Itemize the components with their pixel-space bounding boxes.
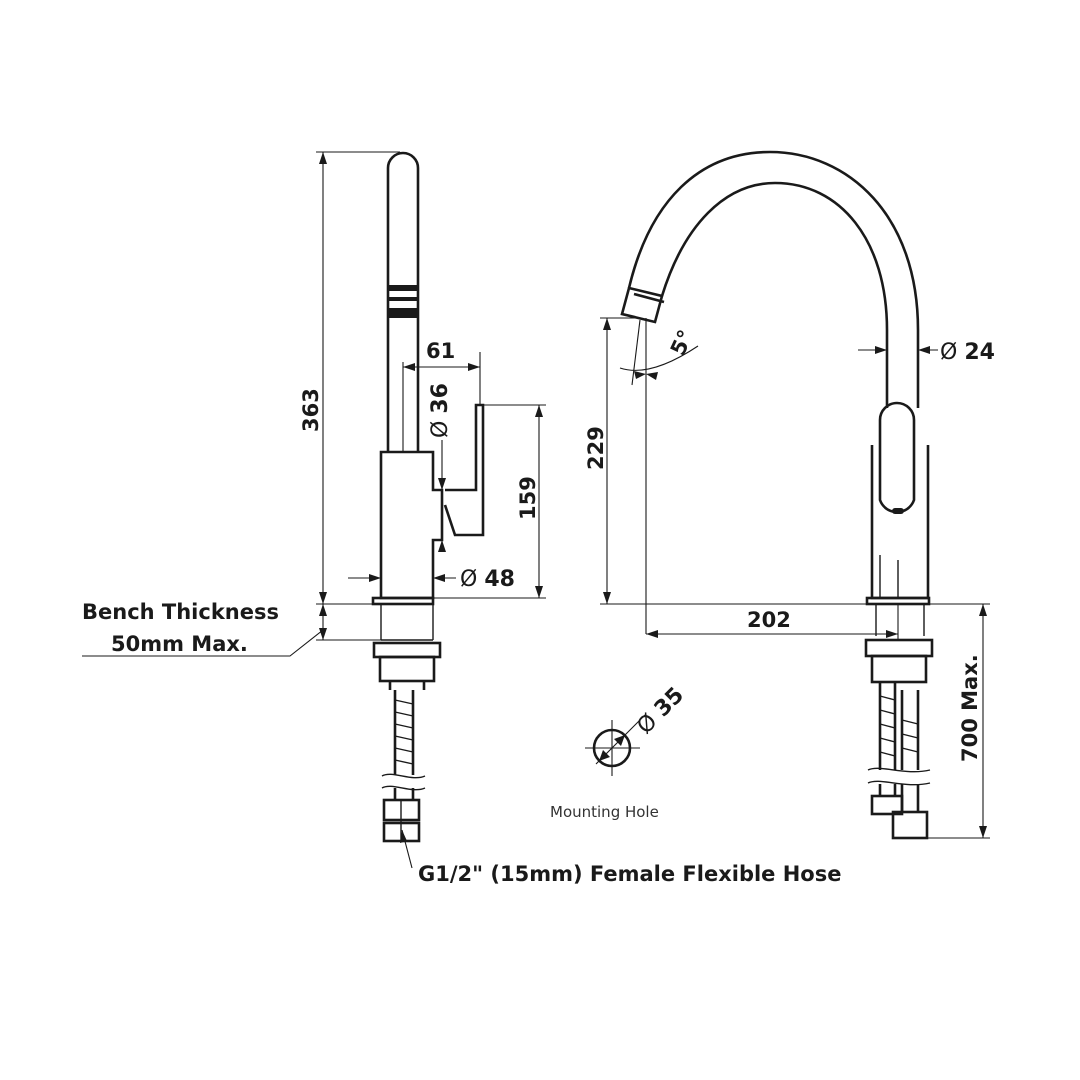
front-aerator-ring [633, 292, 665, 304]
side-base-flange [371, 596, 435, 606]
front-hose-right [900, 690, 920, 812]
front-base-flange [865, 596, 931, 606]
mounting-hole-dia-label: Ø 35 [633, 683, 690, 740]
dim-dia-48: Ø 48 [348, 567, 515, 592]
dim-159: 159 [433, 404, 546, 599]
dim-700: 700 Max. [927, 603, 990, 839]
front-gooseneck-spout [627, 150, 920, 408]
dim-229-label: 229 [584, 426, 608, 470]
dim-363: 363 [299, 151, 400, 605]
side-shank [380, 604, 434, 641]
dim-202: 202 [646, 604, 899, 640]
dim-700-label: 700 Max. [958, 654, 982, 762]
dim-202-label: 202 [747, 608, 791, 632]
side-tap-body [379, 450, 444, 600]
hose-callout: G1/2" (15mm) Female Flexible Hose [400, 829, 841, 886]
dim-159-label: 159 [516, 476, 540, 520]
dim-angle-5: 5° [619, 318, 699, 634]
bench-thickness-line2: 50mm Max. [111, 632, 248, 656]
side-aerator-ring [388, 297, 418, 301]
front-hose-left [878, 682, 897, 796]
front-lever [878, 401, 916, 514]
dim-dia-36: Ø 36 [428, 383, 453, 552]
dim-61: 61 [402, 339, 481, 452]
front-lever-slot [892, 508, 904, 514]
side-aerator-ring [388, 285, 418, 291]
side-hose [393, 690, 415, 800]
dim-dia-24: Ø 24 [858, 340, 995, 365]
side-hose-break [381, 773, 426, 791]
dim-dia-36-label: Ø 36 [428, 383, 453, 438]
front-hose-coils [879, 695, 919, 757]
dim-dia-48-label: Ø 48 [460, 567, 515, 592]
side-hose-coils [394, 699, 414, 765]
dim-363-label: 363 [299, 388, 323, 432]
front-aerator [620, 286, 664, 324]
front-shank [875, 604, 925, 636]
front-fixing-plate [870, 654, 928, 684]
front-hose-break [867, 767, 931, 786]
side-spout-tube [386, 151, 420, 452]
mounting-hole: Ø 35 Mounting Hole [550, 683, 689, 821]
dim-61-label: 61 [426, 339, 455, 363]
side-fixing-nut [372, 641, 442, 659]
dim-bench-thickness: Bench Thickness 50mm Max. [82, 600, 381, 657]
front-hose-nut [891, 810, 929, 840]
dim-229: 229 [584, 317, 867, 605]
front-fixing-nut [864, 638, 934, 658]
bench-thickness-line1: Bench Thickness [82, 600, 279, 624]
front-gooseneck-inner [660, 181, 889, 408]
side-fixing-plate [378, 655, 436, 683]
mounting-hole-caption: Mounting Hole [550, 803, 659, 821]
angle-label: 5° [666, 326, 698, 359]
side-aerator-ring [388, 308, 418, 318]
side-view: 363 Bench Thickness 50mm Max. 61 [82, 151, 841, 886]
dim-dia-24-label: Ø 24 [940, 340, 995, 365]
front-hose-nut [870, 794, 904, 816]
hose-label: G1/2" (15mm) Female Flexible Hose [418, 862, 841, 886]
